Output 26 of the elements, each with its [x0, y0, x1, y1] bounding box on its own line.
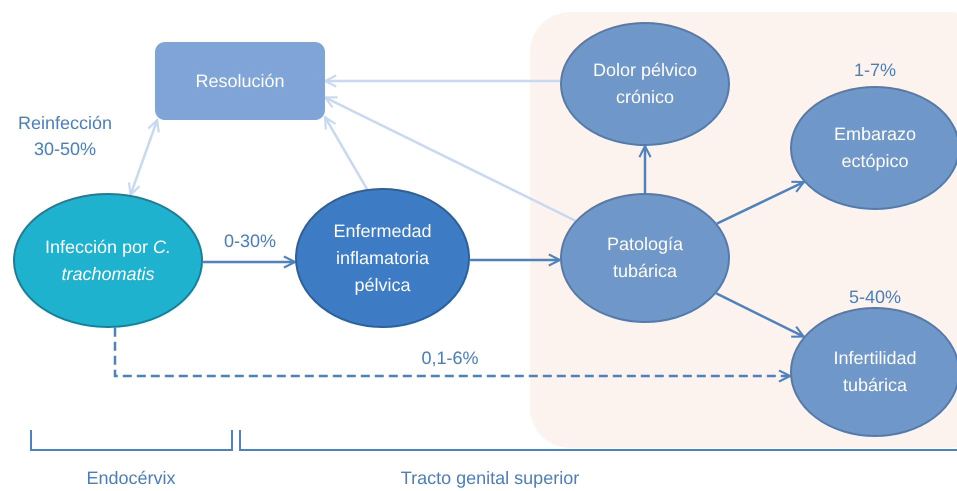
outcome-ellipse [560, 22, 730, 146]
arrow [128, 118, 160, 196]
node-label: Infertilidad tubárica [832, 347, 918, 397]
region-label: Tracto genital superior [400, 467, 580, 490]
arrow [324, 74, 560, 88]
disease-ellipse [295, 188, 470, 328]
region-label: Endocérvix [85, 467, 177, 490]
node-label: Embarazo ectópico [832, 123, 918, 173]
arrow [716, 292, 805, 338]
node-label: Resolución [194, 70, 286, 92]
condition-ellipse [560, 193, 730, 323]
node-label: Enfermedad inflamatoria pélvica [332, 220, 433, 297]
arrow [203, 255, 296, 269]
node-label: Infección por C. trachomatis [44, 236, 172, 286]
node-label: Dolor pélvico crónico [592, 59, 698, 109]
arrow [470, 253, 562, 267]
arrow [638, 144, 652, 193]
percentage-label: 1-7% [852, 59, 898, 82]
dashed-arrow [114, 328, 792, 383]
arrow [324, 116, 368, 190]
arrow [716, 180, 805, 225]
arrow [324, 96, 576, 222]
outcome-box [155, 42, 325, 120]
percentage-label: 5-40% [848, 286, 902, 309]
infection-ellipse [13, 193, 203, 328]
node-label: Patología tubárica [606, 233, 684, 283]
